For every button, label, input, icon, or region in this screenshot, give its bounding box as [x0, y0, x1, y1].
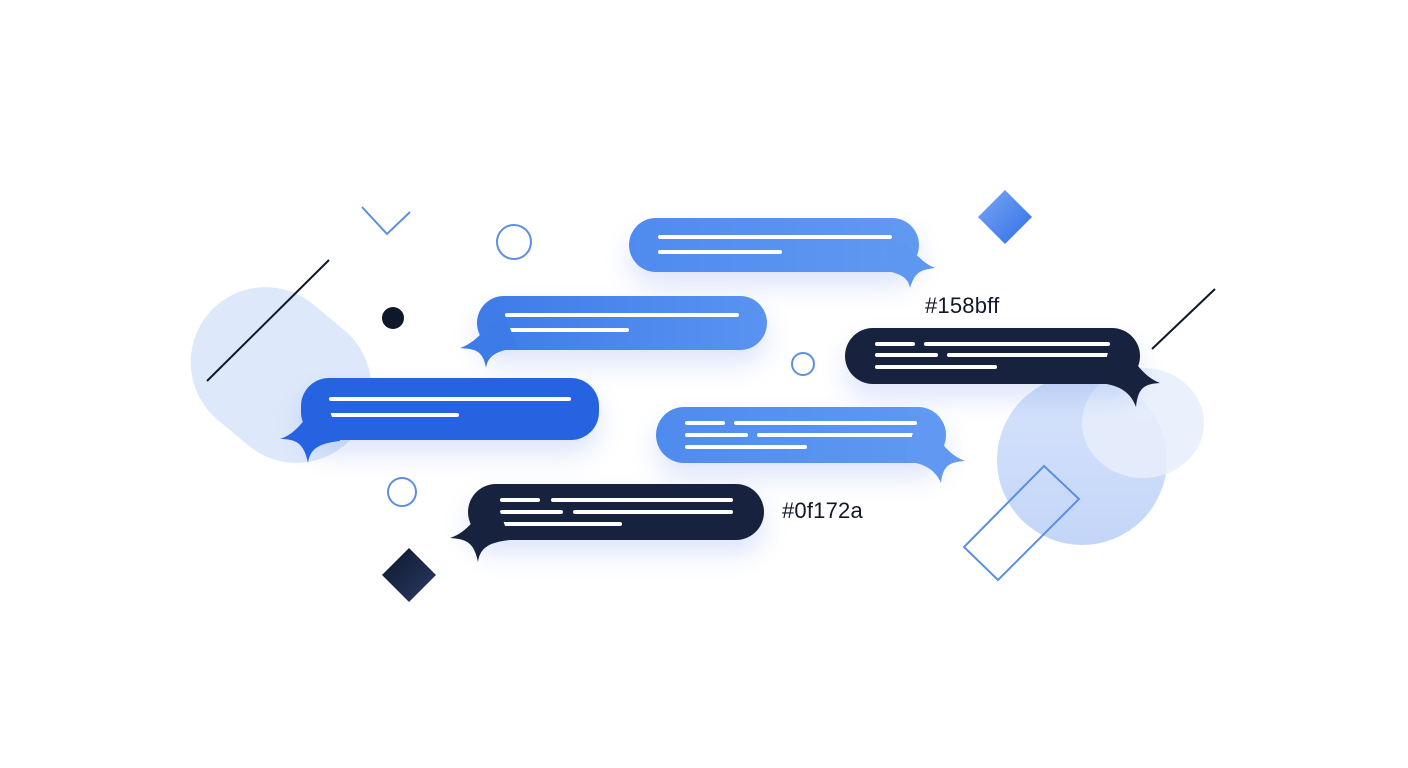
text-line [500, 510, 563, 514]
ring-lower-icon [387, 477, 417, 507]
text-line [329, 413, 459, 417]
chat-bubble-4 [301, 378, 599, 440]
text-line [500, 498, 540, 502]
dot-icon [382, 307, 404, 329]
chevron-down-icon [361, 206, 411, 236]
ring-icon [496, 224, 532, 260]
text-line [505, 328, 629, 332]
text-line [329, 397, 571, 401]
chat-bubble-3 [845, 328, 1140, 384]
diamond-blue-icon [978, 190, 1032, 244]
text-line [658, 250, 782, 254]
text-line [685, 433, 748, 437]
text-line [551, 498, 733, 502]
text-line [875, 365, 997, 369]
text-line [875, 342, 915, 346]
bubble-3-tail [1100, 345, 1160, 407]
text-line [685, 445, 807, 449]
text-line [500, 522, 622, 526]
text-line [505, 313, 739, 317]
bubble-4-tail [280, 405, 340, 463]
text-line [685, 421, 725, 425]
text-line [924, 342, 1110, 346]
diamond-navy-icon [382, 548, 436, 602]
text-line [573, 510, 733, 514]
text-line [875, 353, 938, 357]
chat-bubble-1 [629, 218, 919, 272]
text-line [734, 421, 917, 425]
text-line [658, 235, 892, 239]
hex-label-blue: #158bff [925, 293, 1000, 318]
rectangle-outline-icon [962, 464, 1081, 582]
text-line [947, 353, 1110, 357]
diagonal-line-right [1151, 288, 1216, 350]
ring-small-icon [791, 352, 815, 376]
chat-bubble-5 [656, 407, 946, 463]
bubble-6-tail [450, 506, 510, 562]
bubble-5-tail [905, 425, 965, 483]
bubble-1-tail [880, 240, 935, 288]
text-line [757, 433, 917, 437]
chat-bubble-2 [477, 296, 767, 350]
bubble-2-tail [460, 318, 518, 368]
hex-label-navy: #0f172a [782, 498, 863, 523]
chat-bubble-6 [468, 484, 764, 540]
diagonal-line-left [206, 259, 330, 382]
